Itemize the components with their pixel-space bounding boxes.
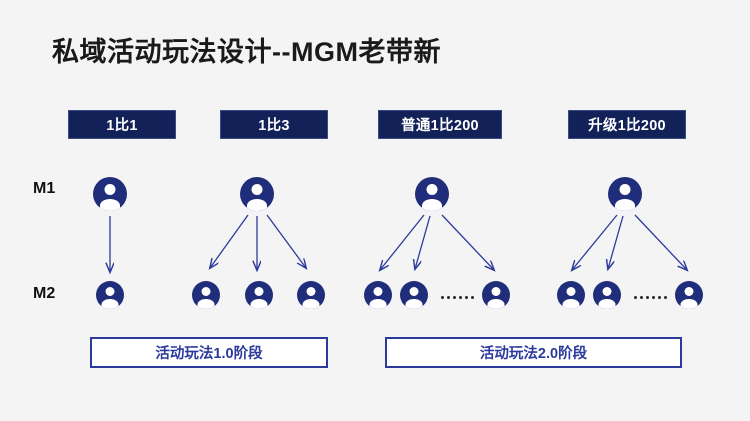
- avatar-body: [197, 299, 215, 309]
- avatar-body: [250, 299, 268, 309]
- arrow-g4-c2: [608, 215, 624, 269]
- avatar-body: [615, 199, 635, 211]
- avatar-body: [369, 299, 387, 309]
- person-avatar-icon-g4-m1[interactable]: [608, 177, 642, 211]
- avatar-head: [104, 184, 116, 195]
- person-avatar-icon-g3-m2-2[interactable]: [400, 281, 428, 309]
- arrow-g4-c1: [572, 214, 618, 270]
- arrow-g3-c3: [441, 214, 494, 270]
- arrow-g4-c3: [634, 214, 687, 270]
- avatar-body: [100, 199, 120, 211]
- arrow-g3-c2: [415, 215, 431, 269]
- person-avatar-icon-g2-m2-2[interactable]: [245, 281, 273, 309]
- avatar-head: [373, 287, 383, 296]
- arrow-g3-c1: [380, 214, 425, 270]
- avatar-head: [602, 287, 612, 296]
- ratio-chip-upgraded-1-to-200[interactable]: 升级1比200: [568, 110, 686, 139]
- ratio-chip-normal-1-to-200[interactable]: 普通1比200: [378, 110, 502, 139]
- avatar-body: [422, 199, 442, 211]
- avatar-head: [684, 287, 694, 296]
- row-label-m2: M2: [33, 285, 56, 302]
- person-avatar-icon-g2-m2-1[interactable]: [192, 281, 220, 309]
- avatar-body: [680, 299, 698, 309]
- avatar-body: [101, 299, 119, 309]
- person-avatar-icon-g2-m2-3[interactable]: [297, 281, 325, 309]
- avatar-head: [251, 184, 263, 195]
- avatar-head: [105, 287, 115, 296]
- avatar-head: [566, 287, 576, 296]
- person-avatar-icon-g3-m1[interactable]: [415, 177, 449, 211]
- arrow-g2-c1: [210, 214, 249, 268]
- avatar-body: [598, 299, 616, 309]
- avatar-body: [487, 299, 505, 309]
- ratio-chip-1-to-1[interactable]: 1比1: [68, 110, 176, 139]
- person-avatar-icon-g4-m2-1[interactable]: [557, 281, 585, 309]
- avatar-head: [306, 287, 316, 296]
- avatar-body: [302, 299, 320, 309]
- person-avatar-icon-g2-m1[interactable]: [240, 177, 274, 211]
- row-label-m1: M1: [33, 180, 56, 197]
- person-avatar-icon-g4-m2-2[interactable]: [593, 281, 621, 309]
- avatar-head: [409, 287, 419, 296]
- page-title: 私域活动玩法设计--MGM老带新: [52, 37, 441, 67]
- arrow-g2-c3: [266, 214, 306, 268]
- ellipsis-dots-icon-g4: [634, 296, 667, 299]
- person-avatar-icon-g3-m2-3[interactable]: [482, 281, 510, 309]
- avatar-body: [247, 199, 267, 211]
- avatar-head: [491, 287, 501, 296]
- avatar-body: [562, 299, 580, 309]
- avatar-head: [201, 287, 211, 296]
- person-avatar-icon-g1-m2-1[interactable]: [96, 281, 124, 309]
- avatar-head: [619, 184, 631, 195]
- person-avatar-icon-g3-m2-1[interactable]: [364, 281, 392, 309]
- ellipsis-dots-icon-g3: [441, 296, 474, 299]
- person-avatar-icon-g1-m1[interactable]: [93, 177, 127, 211]
- person-avatar-icon-g4-m2-3[interactable]: [675, 281, 703, 309]
- stage-box-phase-2[interactable]: 活动玩法2.0阶段: [385, 337, 682, 368]
- avatar-head: [254, 287, 264, 296]
- avatar-body: [405, 299, 423, 309]
- avatar-head: [426, 184, 438, 195]
- stage-box-phase-1[interactable]: 活动玩法1.0阶段: [90, 337, 328, 368]
- ratio-chip-1-to-3[interactable]: 1比3: [220, 110, 328, 139]
